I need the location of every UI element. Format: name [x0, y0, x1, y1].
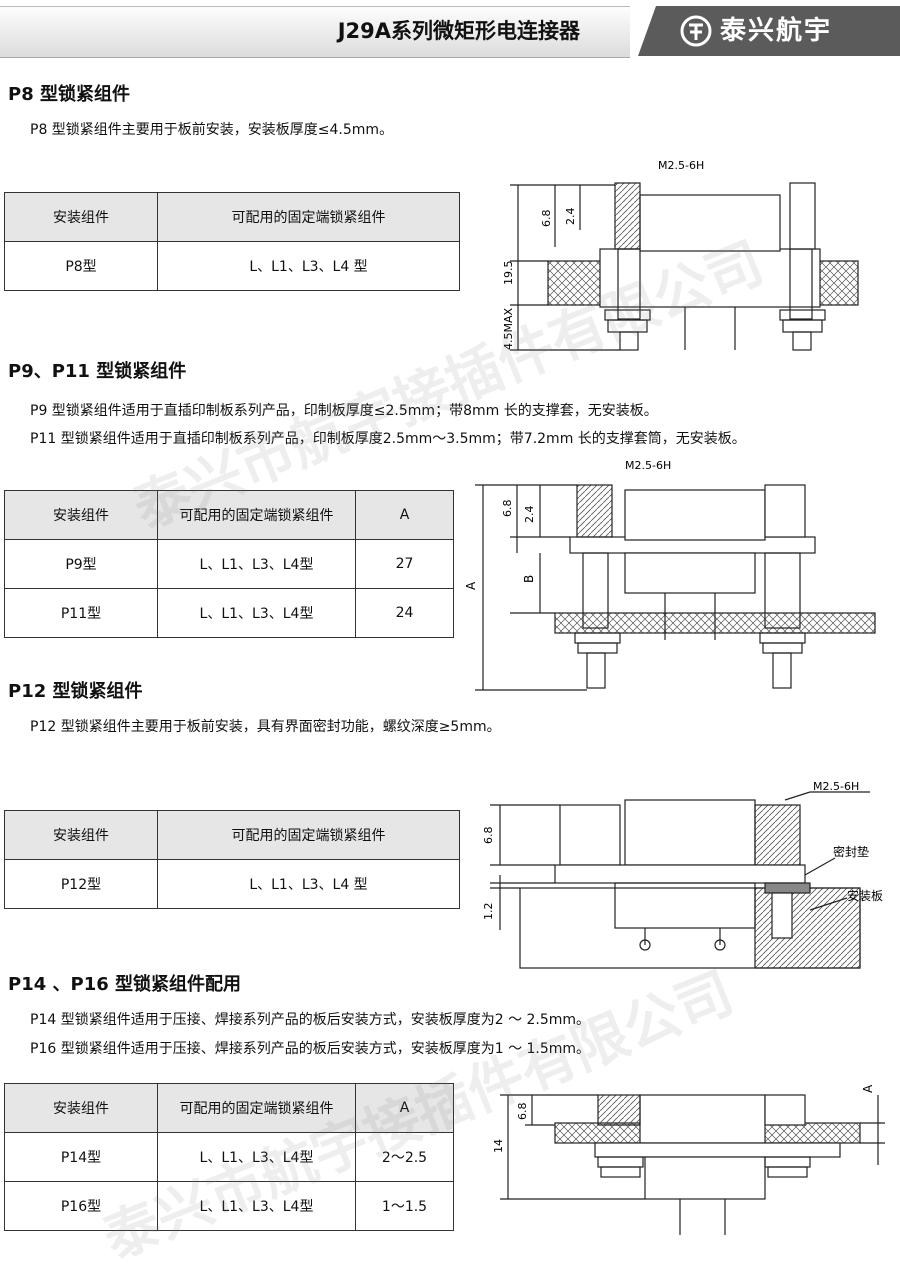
table-cell: 27 — [355, 539, 454, 589]
drawing-p8: M2.5-6H 2.4 6.8 19.5 4.5MAX — [502, 159, 859, 351]
section-title-p12: P12 型锁紧组件 — [8, 681, 143, 702]
dim-label-b: B — [522, 575, 536, 583]
brand-name: 泰兴航宇 — [720, 16, 833, 46]
table-header-cell: 安装组件 — [4, 490, 158, 540]
table-row: P8型 L、L1、L3、L4 型 — [4, 241, 460, 291]
section-title-p14-p16: P14 、P16 型锁紧组件配用 — [8, 974, 242, 995]
label-seal: 密封垫 — [833, 844, 869, 859]
header-bar — [0, 6, 630, 58]
table-header-cell: 安装组件 — [4, 810, 158, 860]
drawing-p9-p11: M2.5-6H 2.4 6.8 A B — [465, 459, 876, 691]
dim-thread: M2.5-6H — [658, 159, 704, 172]
table-header-cell: 可配用的固定端锁紧组件 — [157, 192, 460, 242]
table-cell: 24 — [355, 588, 454, 638]
label-plate: 安装板 — [847, 888, 883, 903]
table-cell: P12型 — [4, 859, 158, 909]
table-header-cell: A — [355, 1083, 454, 1133]
table-header-cell: 可配用的固定端锁紧组件 — [157, 810, 460, 860]
table-row: P9型 L、L1、L3、L4型 27 — [4, 539, 454, 589]
dim-label-a: A — [465, 581, 478, 590]
table-cell: 2～2.5 — [355, 1132, 454, 1182]
table-cell: P16型 — [4, 1181, 158, 1231]
table-p8: 安装组件 可配用的固定端锁紧组件 P8型 L、L1、L3、L4 型 — [4, 192, 460, 291]
drawing-p14-p16: 6.8 14 A — [492, 1084, 885, 1235]
section-desc-p12: P12 型锁紧组件主要用于板前安装，具有界面密封功能，螺纹深度≥5mm。 — [30, 719, 501, 735]
section-title-p8: P8 型锁紧组件 — [8, 84, 130, 105]
dim-label: 19.5 — [502, 261, 515, 286]
table-cell: P9型 — [4, 539, 158, 589]
dim-label: 1.2 — [482, 903, 495, 921]
dim-label: 6.8 — [540, 210, 553, 228]
section-desc-p16: P16 型锁紧组件适用于压接、焊接系列产品的板后安装方式，安装板厚度为1 ～ 1… — [30, 1041, 591, 1057]
table-header-row: 安装组件 可配用的固定端锁紧组件 — [4, 810, 460, 860]
section-desc-p11: P11 型锁紧组件适用于直插印制板系列产品，印制板厚度2.5mm～3.5mm；带… — [30, 431, 746, 447]
section-desc-p14: P14 型锁紧组件适用于压接、焊接系列产品的板后安装方式，安装板厚度为2 ～ 2… — [30, 1012, 591, 1028]
table-row: P14型 L、L1、L3、L4型 2～2.5 — [4, 1132, 454, 1182]
table-row: P16型 L、L1、L3、L4型 1～1.5 — [4, 1181, 454, 1231]
table-header-cell: 安装组件 — [4, 1083, 158, 1133]
table-p14-p16: 安装组件 可配用的固定端锁紧组件 A P14型 L、L1、L3、L4型 2～2.… — [4, 1083, 454, 1231]
brand-block: 泰兴航宇 — [638, 6, 900, 56]
table-cell: P14型 — [4, 1132, 158, 1182]
table-p9-p11: 安装组件 可配用的固定端锁紧组件 A P9型 L、L1、L3、L4型 27 P1… — [4, 490, 454, 638]
table-cell: L、L1、L3、L4型 — [157, 1132, 356, 1182]
dim-thread: M2.5-6H — [813, 780, 859, 793]
table-header-cell: 可配用的固定端锁紧组件 — [157, 1083, 356, 1133]
table-header-row: 安装组件 可配用的固定端锁紧组件 A — [4, 490, 454, 540]
section-desc-p9: P9 型锁紧组件适用于直插印制板系列产品，印制板厚度≤2.5mm；带8mm 长的… — [30, 403, 658, 419]
section-title-p9-p11: P9、P11 型锁紧组件 — [8, 361, 187, 382]
dim-label: 2.4 — [523, 506, 536, 524]
table-p12: 安装组件 可配用的固定端锁紧组件 P12型 L、L1、L3、L4 型 — [4, 810, 460, 909]
page-title: J29A系列微矩形电连接器 — [337, 19, 580, 43]
dim-label: 6.8 — [501, 500, 514, 518]
table-header-row: 安装组件 可配用的固定端锁紧组件 A — [4, 1083, 454, 1133]
dim-label: 14 — [492, 1139, 505, 1153]
dim-label: 6.8 — [516, 1103, 529, 1121]
table-row: P12型 L、L1、L3、L4 型 — [4, 859, 460, 909]
table-header-cell: A — [355, 490, 454, 540]
table-cell: L、L1、L3、L4 型 — [157, 241, 460, 291]
table-cell: L、L1、L3、L4 型 — [157, 859, 460, 909]
table-cell: P11型 — [4, 588, 158, 638]
table-cell: L、L1、L3、L4型 — [157, 588, 356, 638]
dim-label: 6.8 — [482, 827, 495, 845]
table-header-cell: 安装组件 — [4, 192, 158, 242]
brand-logo-icon — [680, 15, 712, 47]
table-cell: L、L1、L3、L4型 — [157, 1181, 356, 1231]
dim-label: 2.4 — [564, 208, 577, 226]
page-header: J29A系列微矩形电连接器 泰兴航宇 — [0, 0, 900, 58]
table-header-row: 安装组件 可配用的固定端锁紧组件 — [4, 192, 460, 242]
dim-thread: M2.5-6H — [625, 459, 671, 472]
dim-label-a: A — [861, 1084, 875, 1093]
table-cell: P8型 — [4, 241, 158, 291]
table-row: P11型 L、L1、L3、L4型 24 — [4, 588, 454, 638]
drawing-p12: M2.5-6H 6.8 1.2 密封垫 安装板 — [482, 780, 883, 969]
table-cell: 1～1.5 — [355, 1181, 454, 1231]
table-header-cell: 可配用的固定端锁紧组件 — [157, 490, 356, 540]
dim-label: 4.5MAX — [502, 307, 515, 350]
table-cell: L、L1、L3、L4型 — [157, 539, 356, 589]
section-desc-p8: P8 型锁紧组件主要用于板前安装，安装板厚度≤4.5mm。 — [30, 122, 394, 138]
